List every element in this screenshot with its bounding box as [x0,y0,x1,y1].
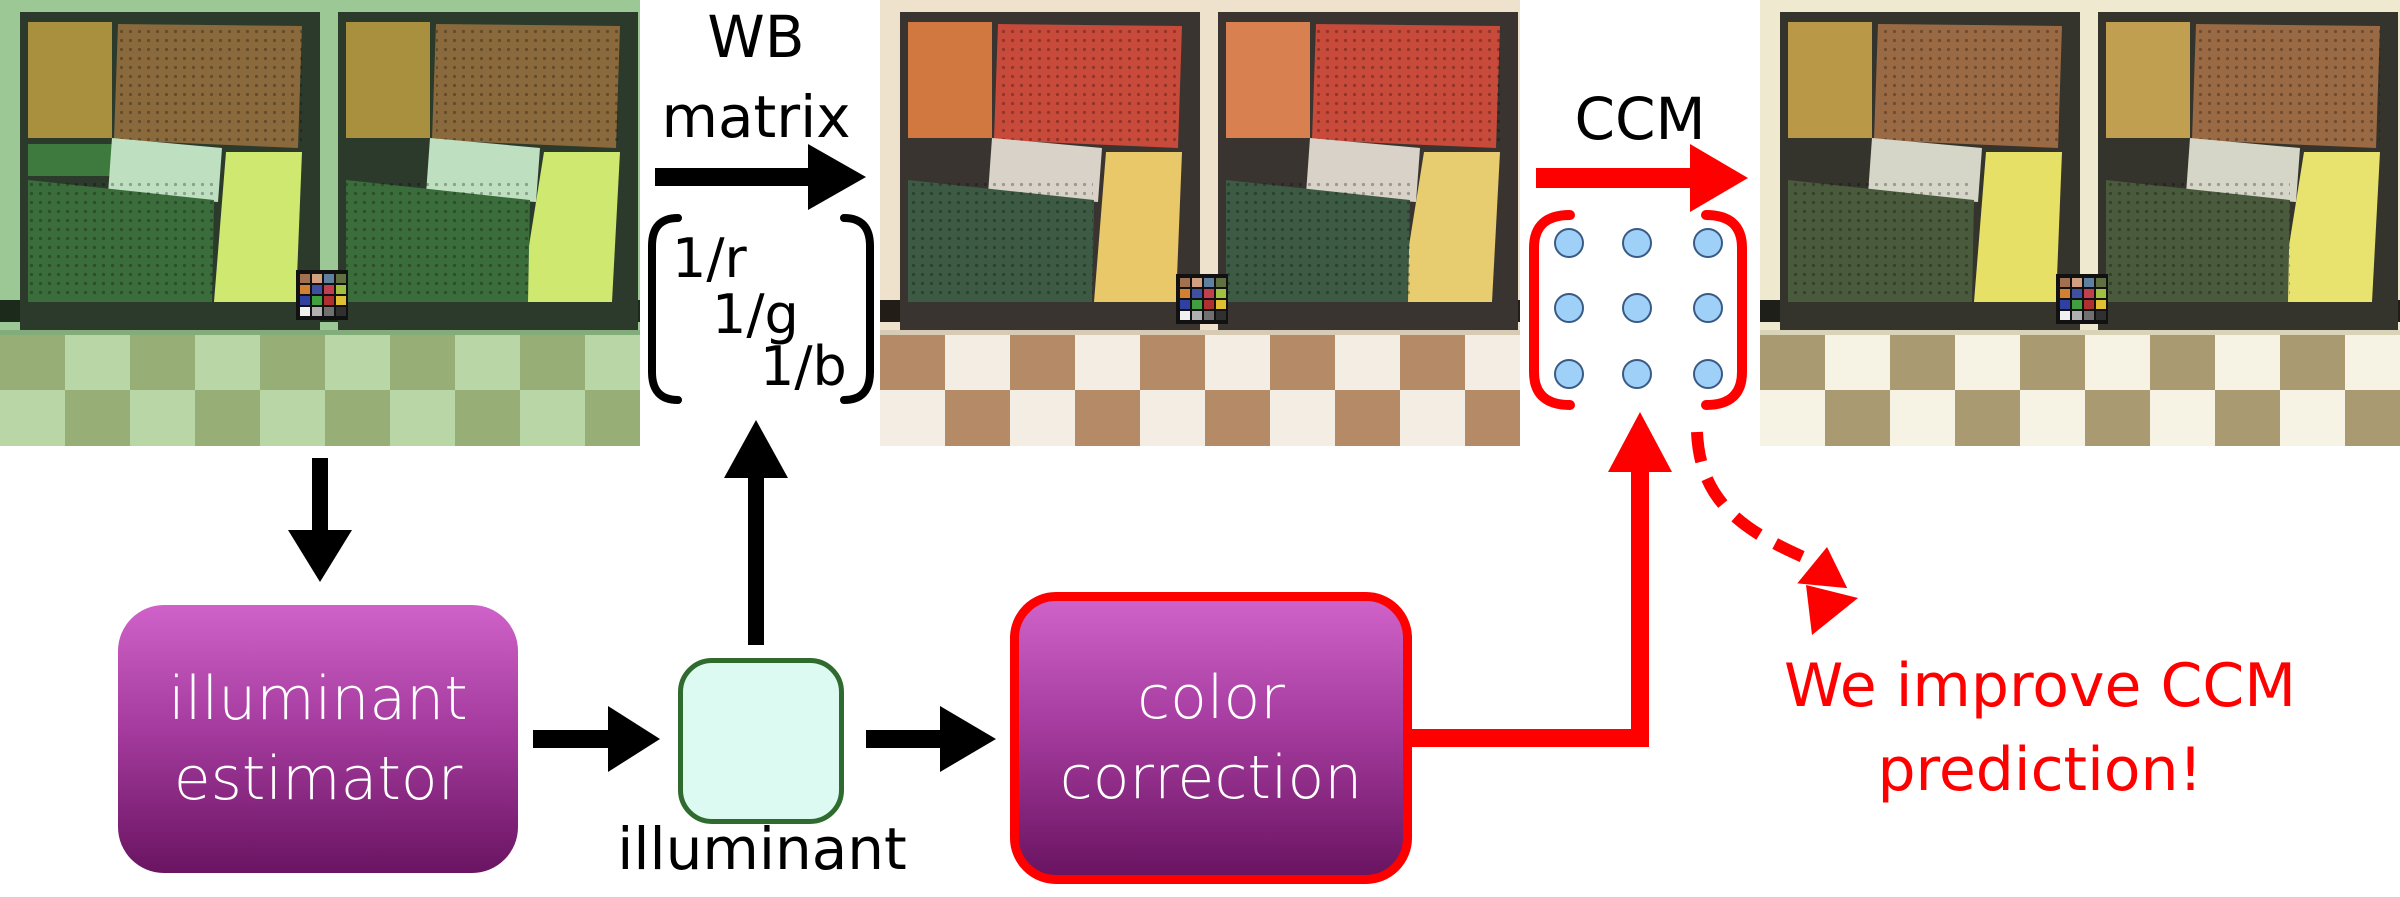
arrow-ccm-to-photo [1536,144,1748,212]
ccm-coefficient-dots [1554,228,1723,389]
ccm-title: CCM [1574,85,1706,153]
dashed-arrow-to-note [1691,431,1858,635]
illuminant-estimator-box: illuminant estimator [118,605,518,873]
illuminant-estimator-label-line1: illuminant [168,664,468,734]
wb-matrix-title-line1: WB [707,3,805,71]
arrow-raw-to-estimator [288,458,352,582]
wb-matrix-title-line2: matrix [661,83,851,151]
improve-ccm-note-line2: prediction! [1877,735,2203,805]
color-correction-label-line2: correction [1059,743,1363,813]
color-correction-label-line1: color [1137,663,1285,733]
arrow-estimator-to-illuminant [533,706,660,772]
color-corrected-photo [1760,0,2400,446]
arrow-wb-to-photo [655,144,866,210]
wb-g-entry: 1/g [712,283,799,346]
white-balanced-photo [880,0,1520,446]
illuminant-estimator-label-line2: estimator [173,744,463,814]
arrow-illuminant-to-correction [866,706,996,772]
arrow-correction-to-ccm [1402,412,1672,747]
wb-r-entry: 1/r [672,227,747,290]
illuminant-label: illuminant [617,815,907,883]
illuminant-box [678,658,844,824]
raw-photo [0,0,640,446]
improve-ccm-note-line1: We improve CCM [1783,651,2297,721]
wb-b-entry: 1/b [760,335,847,398]
arrow-illuminant-to-wb [724,420,788,645]
color-correction-box: color correction [1010,592,1412,884]
ccm-matrix-brackets [1529,210,1747,410]
wb-matrix-brackets [648,214,874,404]
